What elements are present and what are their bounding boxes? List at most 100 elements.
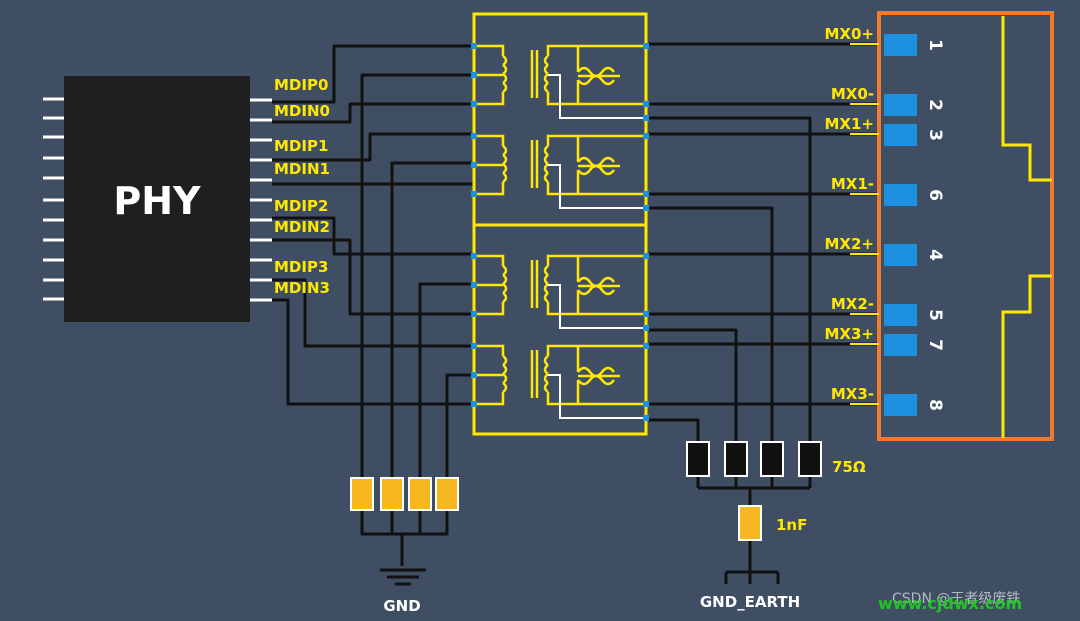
- wire-mdin2: [272, 238, 474, 316]
- wire-gnd-symbol: [380, 534, 426, 586]
- gnd-capacitor: [380, 477, 404, 511]
- magnetics-module: [471, 12, 649, 436]
- magnetics-pin: [471, 101, 477, 107]
- wire-earth-symbol: [724, 540, 780, 584]
- connector-pin-number: 6: [925, 189, 945, 201]
- earth-capacitor: [738, 505, 762, 541]
- gnd-label: GND: [383, 597, 420, 615]
- phy-pin: [43, 97, 64, 101]
- phy-pin: [250, 138, 272, 142]
- termination-resistor: [686, 441, 710, 477]
- resistor-label: 75Ω: [832, 458, 866, 476]
- connector-signal-label: MX2-: [831, 295, 874, 313]
- connector-signal-label: MX3-: [831, 385, 874, 403]
- connector-pin-number: 5: [925, 309, 945, 321]
- phy-signal-label: MDIP1: [274, 137, 328, 155]
- magnetics-pin: [471, 133, 477, 139]
- phy-right-pins: [250, 98, 272, 302]
- connector-pad: [884, 124, 917, 146]
- phy-pin: [250, 278, 272, 282]
- phy-pin: [250, 98, 272, 102]
- connector-pad: [884, 334, 917, 356]
- magnetics-pin: [643, 43, 649, 49]
- phy-pin: [43, 135, 64, 139]
- wire-mdip1: [272, 132, 474, 162]
- watermark-site: www.cjdwx.com: [878, 594, 1022, 613]
- wire-cct2: [646, 328, 738, 442]
- wire-cct1: [646, 206, 774, 442]
- wire-ct0: [360, 73, 474, 478]
- connector-pad: [884, 304, 917, 326]
- phy-signal-label: MDIN3: [274, 279, 330, 297]
- termination-resistor: [798, 441, 822, 477]
- phy-chip: PHY MDIP0MDIN0MDIP1MDIN1MDIP2MDIN2MDIP3M…: [43, 76, 330, 322]
- phy-pin: [43, 238, 64, 242]
- phy-pin: [250, 178, 272, 182]
- connector-pin-number: 1: [925, 39, 945, 51]
- gnd-capacitor: [350, 477, 374, 511]
- magnetics-pin: [643, 205, 649, 211]
- connector-signal-labels: MX0+MX0-MX1+MX1-MX2+MX2-MX3+MX3-: [825, 25, 879, 405]
- connector-pad: [884, 394, 917, 416]
- magnetics-pin: [643, 325, 649, 331]
- phy-signal-label: MDIP3: [274, 258, 328, 276]
- connector-pin-number: 7: [925, 339, 945, 351]
- phy-pin: [250, 198, 272, 202]
- phy-signal-label: MDIN2: [274, 218, 330, 236]
- transformer-channel: [471, 343, 649, 421]
- magnetics-pin: [471, 72, 477, 78]
- wire-mdin3: [272, 298, 474, 406]
- wire-cct0: [646, 116, 812, 442]
- watermark-text: CSDN @王者级废铁: [892, 591, 1020, 607]
- earth-capacitor-body: [738, 505, 762, 541]
- phy-pin: [43, 198, 64, 202]
- phy-pin: [43, 258, 64, 262]
- phy-pin: [43, 156, 64, 160]
- wire-mdip0: [272, 44, 474, 104]
- gnd-earth-label: GND_EARTH: [700, 593, 800, 611]
- magnetics-pin: [643, 101, 649, 107]
- wire-mdip3: [272, 278, 474, 348]
- phy-pin: [250, 298, 272, 302]
- wire-ct2: [418, 282, 474, 478]
- phy-title: PHY: [113, 179, 201, 223]
- magnetics-pin: [643, 133, 649, 139]
- magnetics-pin: [471, 191, 477, 197]
- gnd-capacitor-bank: [350, 477, 459, 511]
- transformer-channel: [471, 133, 649, 211]
- wire-layer: [272, 42, 879, 586]
- termination-resistor: [724, 441, 748, 477]
- wire-ct3: [445, 373, 474, 478]
- phy-signal-label: MDIP0: [274, 76, 328, 94]
- connector-outline: [877, 11, 1054, 441]
- connector-pad: [884, 244, 917, 266]
- phy-left-pins: [43, 97, 64, 301]
- magnetics-pin: [643, 343, 649, 349]
- magnetics-pin: [643, 311, 649, 317]
- transformer-channel: [471, 43, 649, 121]
- wire-res-bottom: [696, 476, 812, 488]
- magnetics-pin: [471, 343, 477, 349]
- transformer-channel: [471, 253, 649, 331]
- phy-pin: [250, 158, 272, 162]
- connector-pad: [884, 34, 917, 56]
- phy-signal-label: MDIN1: [274, 160, 330, 178]
- transformer-channels: [471, 43, 649, 421]
- connector-signal-label: MX0+: [825, 25, 875, 43]
- connector-signal-label: MX1+: [825, 115, 875, 133]
- magnetics-pin: [643, 401, 649, 407]
- gnd-capacitor: [435, 477, 459, 511]
- magnetics-pin: [643, 253, 649, 259]
- phy-pin: [43, 297, 64, 301]
- termination-network: 75Ω 1nF GND GND_EARTH: [350, 441, 866, 615]
- phy-pin: [43, 116, 64, 120]
- connector-pin-number: 2: [925, 99, 945, 111]
- magnetics-pin: [643, 415, 649, 421]
- wire-cct3: [646, 418, 700, 442]
- connector-pin-number: 8: [925, 399, 945, 411]
